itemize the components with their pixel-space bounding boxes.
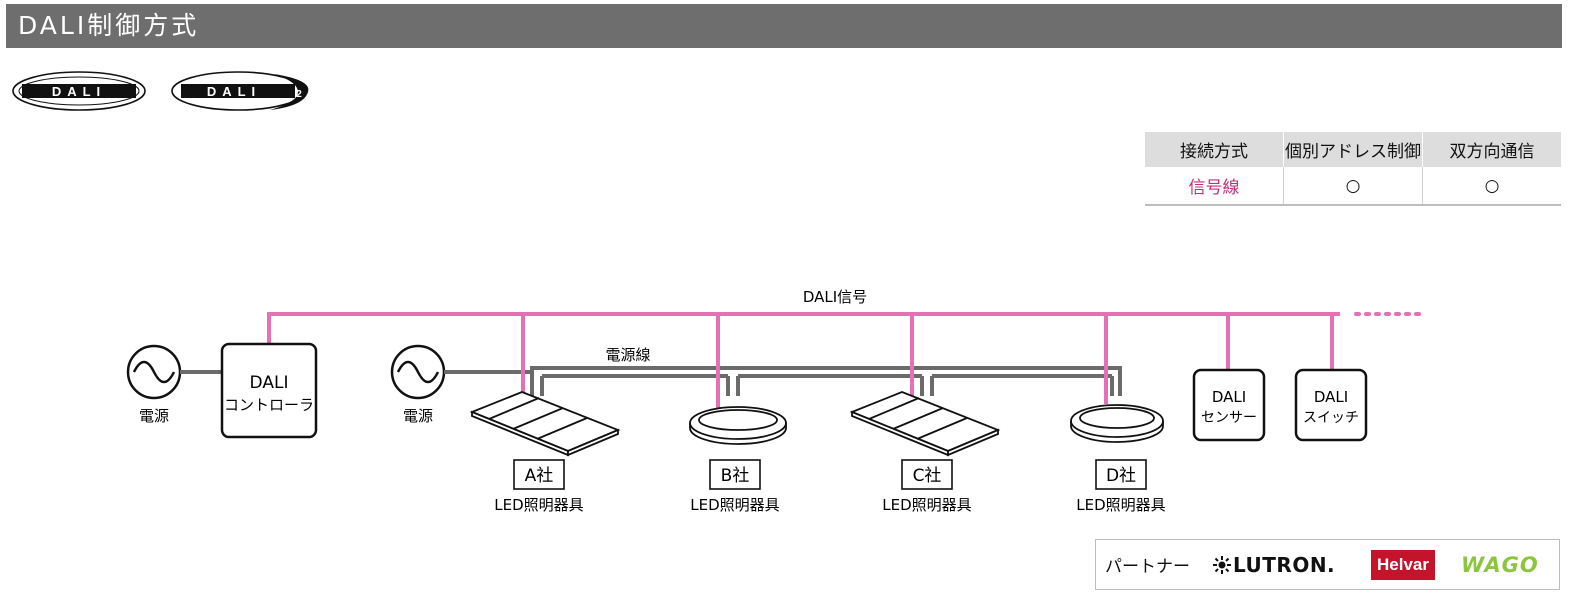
fixture-b-maker-box (709, 459, 761, 490)
spec-cell-connection: 信号線 (1145, 167, 1284, 206)
fixture-d-downlight (1070, 404, 1164, 443)
page-title: DALI制御方式 (6, 4, 1562, 48)
sensor-line1: DALI (1212, 388, 1246, 406)
dali-controller-box (220, 342, 318, 439)
fixture-c-panel (849, 391, 1001, 457)
spec-header-addressing: 個別アドレス制御 (1283, 132, 1423, 167)
lutron-sun-icon (1213, 555, 1231, 574)
wago-logo: WAGO (1460, 552, 1539, 577)
dali-wiring-diagram: DALI信号 電源 DALI コントローラ 電源 電源線 (126, 288, 1428, 514)
dali2-logo-superscript: 2 (296, 89, 302, 100)
spec-cell-addressing: ○ (1283, 167, 1423, 206)
fixture-a-panel (469, 391, 621, 457)
signal-label: DALI信号 (803, 288, 867, 306)
ac-wave-icon (396, 360, 440, 384)
fixture-b-label: LED照明器具 (690, 496, 779, 514)
power-line (444, 366, 1122, 396)
helvar-logo: Helvar (1371, 549, 1435, 580)
fixture-b-maker: B社 (721, 466, 750, 486)
dali-switch-box (1294, 368, 1368, 442)
power-source-2-label: 電源 (403, 407, 433, 425)
fixture-b-downlight (689, 406, 787, 445)
fixture-a-label: LED照明器具 (494, 496, 583, 514)
controller-line2: コントローラ (224, 396, 314, 414)
fixture-a-maker-box (513, 459, 565, 490)
power-source-1-label: 電源 (139, 407, 169, 425)
partners-box: パートナー LUTRON. Helvar WAGO (1095, 539, 1560, 590)
sensor-line2: センサー (1201, 410, 1257, 426)
switch-line1: DALI (1314, 388, 1348, 406)
spec-header-bidirectional: 双方向通信 (1422, 132, 1561, 167)
power-source-2 (390, 344, 446, 400)
dali-logo-group: DALI DALI 2 (12, 71, 309, 111)
fixture-d-maker-box (1095, 459, 1147, 490)
fixture-d-label: LED照明器具 (1076, 496, 1165, 514)
dali-logo-text: DALI (52, 84, 106, 99)
power-line-label: 電源線 (605, 346, 650, 364)
fixture-c-maker: C社 (913, 466, 942, 486)
power-source-1 (126, 344, 182, 400)
lutron-text: LUTRON. (1233, 552, 1336, 577)
spec-data-row: 信号線 ○ ○ (1145, 167, 1561, 206)
spec-header-connection: 接続方式 (1145, 132, 1284, 167)
ac-wave-icon (132, 360, 176, 384)
spec-cell-bidirectional: ○ (1422, 167, 1561, 206)
dali-logos: DALI DALI 2 (12, 70, 312, 118)
signal-bus (267, 312, 1428, 370)
dali-sensor-box (1192, 368, 1266, 442)
dali2-logo: DALI 2 (171, 71, 309, 111)
partners-label: パートナー (1105, 557, 1190, 577)
spec-table: 接続方式 個別アドレス制御 双方向通信 信号線 ○ ○ (1145, 132, 1561, 206)
dali2-logo-text: DALI (207, 84, 261, 99)
fixture-a-maker: A社 (525, 466, 554, 486)
controller-line1: DALI (250, 373, 289, 393)
fixture-c-label: LED照明器具 (882, 496, 971, 514)
lutron-logo: LUTRON. (1213, 553, 1371, 577)
spec-header-row: 接続方式 個別アドレス制御 双方向通信 (1145, 132, 1561, 167)
fixture-c-maker-box (901, 459, 953, 490)
dali-logo: DALI (12, 71, 146, 111)
switch-line2: スイッチ (1303, 410, 1359, 426)
fixture-d-maker: D社 (1106, 466, 1136, 486)
